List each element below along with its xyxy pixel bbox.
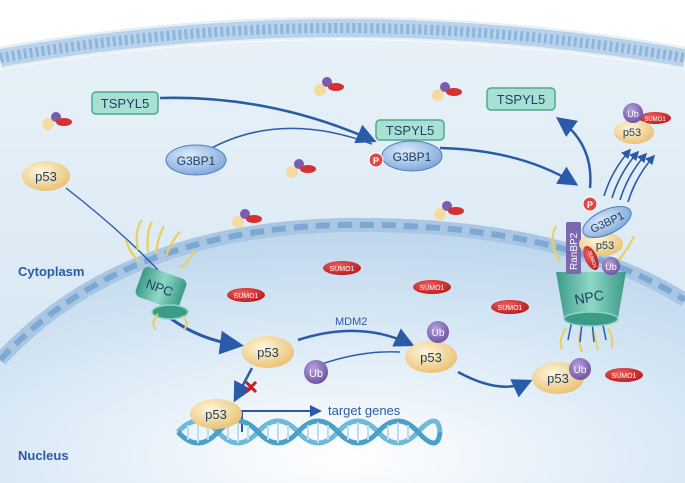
tspyl5-release-arrow xyxy=(555,117,592,189)
p53-cytoplasm: p53 xyxy=(22,161,70,191)
g3bp1-binding-arrow xyxy=(207,127,373,151)
npc-right: NPC xyxy=(551,225,636,353)
cell-membrane xyxy=(0,17,685,69)
svg-text:NPC: NPC xyxy=(573,287,605,308)
svg-text:RanBP2: RanBP2 xyxy=(569,232,580,270)
svg-text:p53: p53 xyxy=(35,169,57,184)
ub-badge: Ub xyxy=(304,360,328,384)
g3bp1-oval-left: G3BP1 xyxy=(165,144,227,176)
svg-text:G3BP1: G3BP1 xyxy=(393,150,432,164)
p53-ub-to-npc-arrow xyxy=(457,370,533,398)
svg-text:Ub: Ub xyxy=(627,109,639,119)
g3bp1-oval-mid: G3BP1 xyxy=(381,140,443,172)
nucleus-label: Nucleus xyxy=(18,448,69,463)
svg-text:p53: p53 xyxy=(623,127,641,139)
svg-text:TSPYL5: TSPYL5 xyxy=(101,96,149,111)
nuclear-envelope-pores xyxy=(0,221,685,363)
svg-text:G3BP1: G3BP1 xyxy=(177,154,216,168)
transcription-arrow xyxy=(241,405,322,432)
svg-text:Ub: Ub xyxy=(574,365,587,376)
tspyl5-box-right: TSPYL5 xyxy=(486,87,556,111)
npc-left: NPC xyxy=(124,219,196,331)
npc-to-p53-arrow xyxy=(169,316,244,355)
p53-dna-bound: p53 xyxy=(190,399,242,429)
svg-text:p53: p53 xyxy=(205,407,227,422)
p53-nucleus-center: p53 xyxy=(242,336,294,368)
sumo1-oval: SUMO1 xyxy=(639,112,671,124)
p53-exported-top: p53 Ub xyxy=(614,103,654,144)
complex-to-npc-arrow xyxy=(439,146,579,186)
protein-trimer-icon xyxy=(232,209,262,228)
svg-text:P: P xyxy=(373,156,379,166)
svg-text:TSPYL5: TSPYL5 xyxy=(386,123,434,138)
sumo1-oval: SUMO1 xyxy=(227,288,265,302)
dna-helix xyxy=(176,418,443,446)
svg-text:SUMO1: SUMO1 xyxy=(420,285,445,292)
protein-trimer-icon xyxy=(432,82,462,101)
protein-trimer-icon xyxy=(434,201,464,220)
blocked-cross-icon xyxy=(244,380,258,394)
mdm2-ubiquitination-arrow xyxy=(297,328,415,347)
svg-text:SUMO1: SUMO1 xyxy=(612,373,637,380)
sumo1-oval: SUMO1 xyxy=(605,368,643,382)
svg-text:TSPYL5: TSPYL5 xyxy=(497,92,545,107)
svg-text:p53: p53 xyxy=(596,240,614,252)
target-genes-label: target genes xyxy=(328,403,401,418)
svg-text:SUMO1: SUMO1 xyxy=(234,293,259,300)
p53-import-line xyxy=(65,187,159,271)
ub-addition-line xyxy=(315,351,401,367)
ranbp2-bar: RanBP2 xyxy=(566,222,581,274)
protein-trimer-icon xyxy=(314,77,344,96)
svg-text:SUMO1: SUMO1 xyxy=(586,250,598,269)
p53-ubiquitinated-nucleus: p53 Ub xyxy=(405,321,457,373)
svg-text:Ub: Ub xyxy=(432,328,445,339)
svg-text:SUMO1: SUMO1 xyxy=(644,117,666,123)
svg-text:p53: p53 xyxy=(420,350,442,365)
svg-text:SUMO1: SUMO1 xyxy=(330,266,355,273)
svg-text:SUMO1: SUMO1 xyxy=(498,305,523,312)
p53-to-dna-arrow xyxy=(233,367,254,403)
p53-export-ub: p53 Ub xyxy=(532,358,591,394)
sumo1-oval: SUMO1 xyxy=(491,300,529,314)
cytoplasm-label: Cytoplasm xyxy=(18,264,84,279)
p53-export-arrows xyxy=(603,148,656,203)
svg-text:p53: p53 xyxy=(257,345,279,360)
mdm2-label: MDM2 xyxy=(335,316,367,328)
tspyl5-box-left: TSPYL5 xyxy=(91,91,159,115)
protein-trimer-icon xyxy=(286,159,316,178)
phospho-badge: P xyxy=(368,152,384,168)
protein-trimer-icon xyxy=(42,112,72,130)
tspyl5-binding-arrow xyxy=(159,96,377,144)
tspyl5-box-mid: TSPYL5 xyxy=(375,119,445,141)
sumo1-oval: SUMO1 xyxy=(323,261,361,275)
sumo1-oval: SUMO1 xyxy=(413,280,451,294)
svg-text:p53: p53 xyxy=(547,371,569,386)
svg-text:Ub: Ub xyxy=(605,262,617,272)
svg-text:P: P xyxy=(587,200,593,210)
svg-text:Ub: Ub xyxy=(309,368,323,380)
